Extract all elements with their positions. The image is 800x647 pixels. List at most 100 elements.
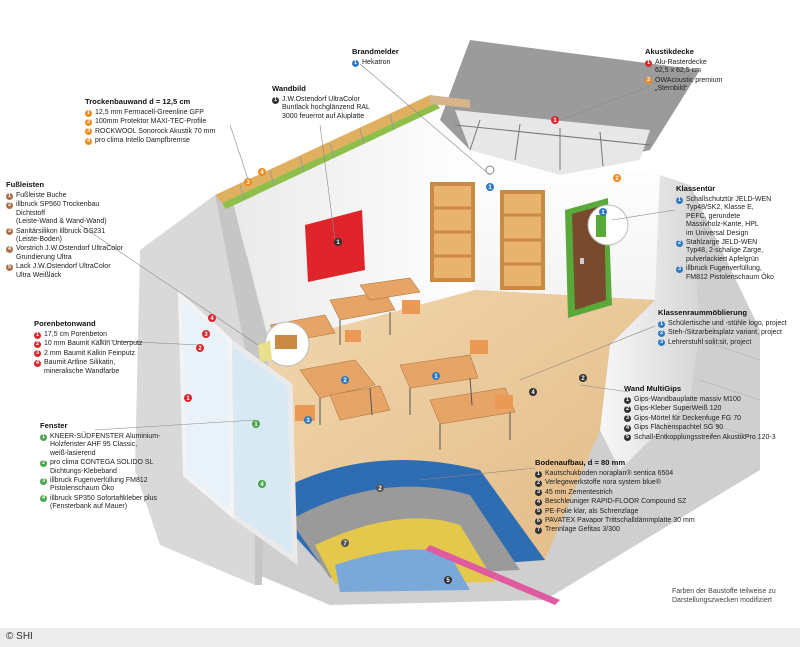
- item-number: 5: [535, 508, 542, 516]
- bookshelf-left: [430, 182, 475, 282]
- item-number: 7: [535, 526, 542, 534]
- item-number: 3: [34, 350, 41, 358]
- illustration-markers: 1 1 2 1 4 3 4 3 2 1 1 4 2 1 3 1 2 4 5 7 …: [184, 116, 621, 584]
- svg-text:1: 1: [553, 118, 557, 124]
- item-text: illbruck Fugenverfüllung, FM812 Pistolen…: [686, 265, 774, 281]
- item-number: 4: [34, 359, 41, 367]
- floor-layer-pe-foil: [425, 545, 560, 605]
- item-number: 2: [34, 340, 41, 348]
- item-text: 100mm Protektor MAXI-TEC-Profile: [95, 118, 207, 126]
- item-number: 3: [85, 128, 92, 136]
- callout-title: Fußleisten: [6, 180, 44, 189]
- item-number: 2: [624, 405, 631, 413]
- note-text: Farben der Baustoffe teilweise zu Darste…: [672, 588, 776, 604]
- svg-text:1: 1: [488, 185, 492, 191]
- item-number: 2: [535, 479, 542, 487]
- callout-title: Wandbild: [272, 84, 306, 93]
- item-number: 6: [535, 517, 542, 525]
- item-text: J.W.Ostendorf UltraColor Buntlack hochgl…: [282, 96, 370, 120]
- callout-title: Fenster: [40, 421, 68, 430]
- callout-title: Akustikdecke: [645, 47, 694, 56]
- item-number: 3: [624, 415, 631, 423]
- gips-blocks-lines: [699, 339, 761, 441]
- acoustic-ceiling-panels: [455, 110, 650, 175]
- wall-picture: [305, 210, 365, 282]
- item-number: 3: [535, 489, 542, 497]
- item-text: Schall-Entkopplungsstreifen AkustikPro 1…: [634, 433, 776, 441]
- item-number: 1: [658, 320, 665, 328]
- item-number: 1: [34, 331, 41, 339]
- item-number: 3: [6, 228, 13, 236]
- item-number: 1: [624, 396, 631, 404]
- item-text: Trennlage Gefitas 3/300: [545, 526, 620, 534]
- item-text: Sanitärsilikon illbruck GS231 (Leiste-Bo…: [16, 227, 106, 244]
- item-text: Baumit Artline Silikatin, mineralische W…: [44, 359, 120, 375]
- item-text: OWAcoustic premium „Sternbild“: [655, 76, 723, 93]
- item-number: 3: [676, 265, 683, 273]
- item-number: 5: [6, 263, 13, 271]
- svg-text:3: 3: [204, 332, 208, 338]
- item-text: 10 mm Baumit Kalkin Unterputz: [44, 340, 143, 348]
- disclaimer-note: Farben der Baustoffe teilweise zu Darste…: [672, 588, 796, 605]
- item-number: 1: [272, 96, 279, 104]
- item-number: 4: [40, 495, 47, 503]
- item-number: 5: [624, 434, 631, 442]
- svg-text:1: 1: [186, 396, 190, 402]
- item-text: ROCKWOOL Sonorock Akustik 70 mm: [95, 127, 216, 135]
- item-number: 2: [658, 329, 665, 337]
- drywall-section-insulation: [215, 95, 436, 203]
- item-text: pro clima CONTEGA SOLIDO SL Dichtungs-Kl…: [50, 459, 154, 475]
- item-text: Alu-Rasterdecke 62,5 x 62,5 cm: [655, 59, 707, 75]
- item-text: Lehrerstuhl solit:sit, project: [668, 338, 752, 346]
- skirting-detail-sample: [258, 340, 272, 362]
- item-number: 2: [6, 201, 13, 209]
- skirting-board-detail: [275, 335, 297, 349]
- item-number: 1: [6, 192, 13, 200]
- item-number: 3: [658, 339, 665, 347]
- svg-text:2: 2: [615, 176, 619, 182]
- svg-text:2: 2: [198, 346, 202, 352]
- svg-text:7: 7: [343, 541, 347, 547]
- item-text: Gips Flächenspachtel SG 90: [634, 424, 724, 432]
- item-number: 1: [645, 59, 652, 67]
- svg-text:1: 1: [601, 210, 605, 216]
- item-text: illbruck SP560 Trockenbau Dichtstoff (Le…: [16, 201, 107, 226]
- svg-text:3: 3: [306, 418, 310, 424]
- svg-text:4: 4: [210, 316, 214, 322]
- item-text: Vorstrich J.W.Ostendorf UltraColor Grund…: [16, 245, 123, 261]
- item-text: Beschleuniger RAPID-FLOOR Compound SZ: [545, 498, 687, 506]
- item-text: Hekatron: [362, 59, 391, 66]
- drywall-studs: [239, 114, 395, 201]
- item-text: PE-Folie klar, als Schrenzlage: [545, 507, 639, 515]
- svg-text:1: 1: [254, 422, 258, 428]
- item-text: Kautschukboden noraplan® sentica 6504: [545, 470, 674, 477]
- item-text: Gips-Wandbauplatte massiv M100: [634, 396, 741, 403]
- item-number: 1: [352, 59, 359, 67]
- bookshelf-right: [500, 190, 545, 290]
- item-number: 3: [40, 477, 47, 485]
